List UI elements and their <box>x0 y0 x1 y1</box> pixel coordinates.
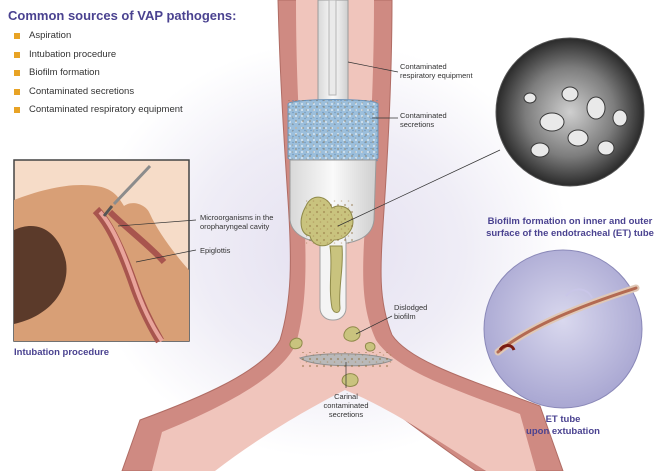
label-dislodged-biofilm: Dislodged biofilm <box>394 303 427 321</box>
caption-biofilm: Biofilm formation on inner and outer sur… <box>478 216 662 240</box>
bullet-icon <box>14 33 20 39</box>
dislodged-biofilm-blob <box>342 374 358 387</box>
bullet-icon <box>14 52 20 58</box>
list-item: Contaminated respiratory equipment <box>14 101 183 120</box>
caption-et-tube: ET tube upon extubation <box>508 414 618 438</box>
label-contaminated-equipment: Contaminated respiratory equipment <box>400 62 473 80</box>
bullet-icon <box>14 107 20 113</box>
label-epiglottis: Epiglottis <box>200 246 230 255</box>
dislodged-biofilm-blob <box>365 343 375 351</box>
bullet-icon <box>14 89 20 95</box>
label-carinal-secretions: Carinal contaminated secretions <box>314 392 378 419</box>
list-item: Biofilm formation <box>14 64 183 83</box>
list-item: Intubation procedure <box>14 46 183 65</box>
label-microorganisms: Microorganisms in the oropharyngeal cavi… <box>200 213 273 231</box>
label-contaminated-secretions: Contaminated secretions <box>400 111 447 129</box>
et-tube-photo <box>484 250 642 408</box>
sources-title: Common sources of VAP pathogens: <box>8 8 237 23</box>
list-item: Contaminated secretions <box>14 83 183 102</box>
dislodged-biofilm-blob <box>290 338 302 349</box>
caption-intubation: Intubation procedure <box>14 347 109 359</box>
sources-list: Aspiration Intubation procedure Biofilm … <box>14 27 183 120</box>
list-item: Aspiration <box>14 27 183 46</box>
bullet-icon <box>14 70 20 76</box>
